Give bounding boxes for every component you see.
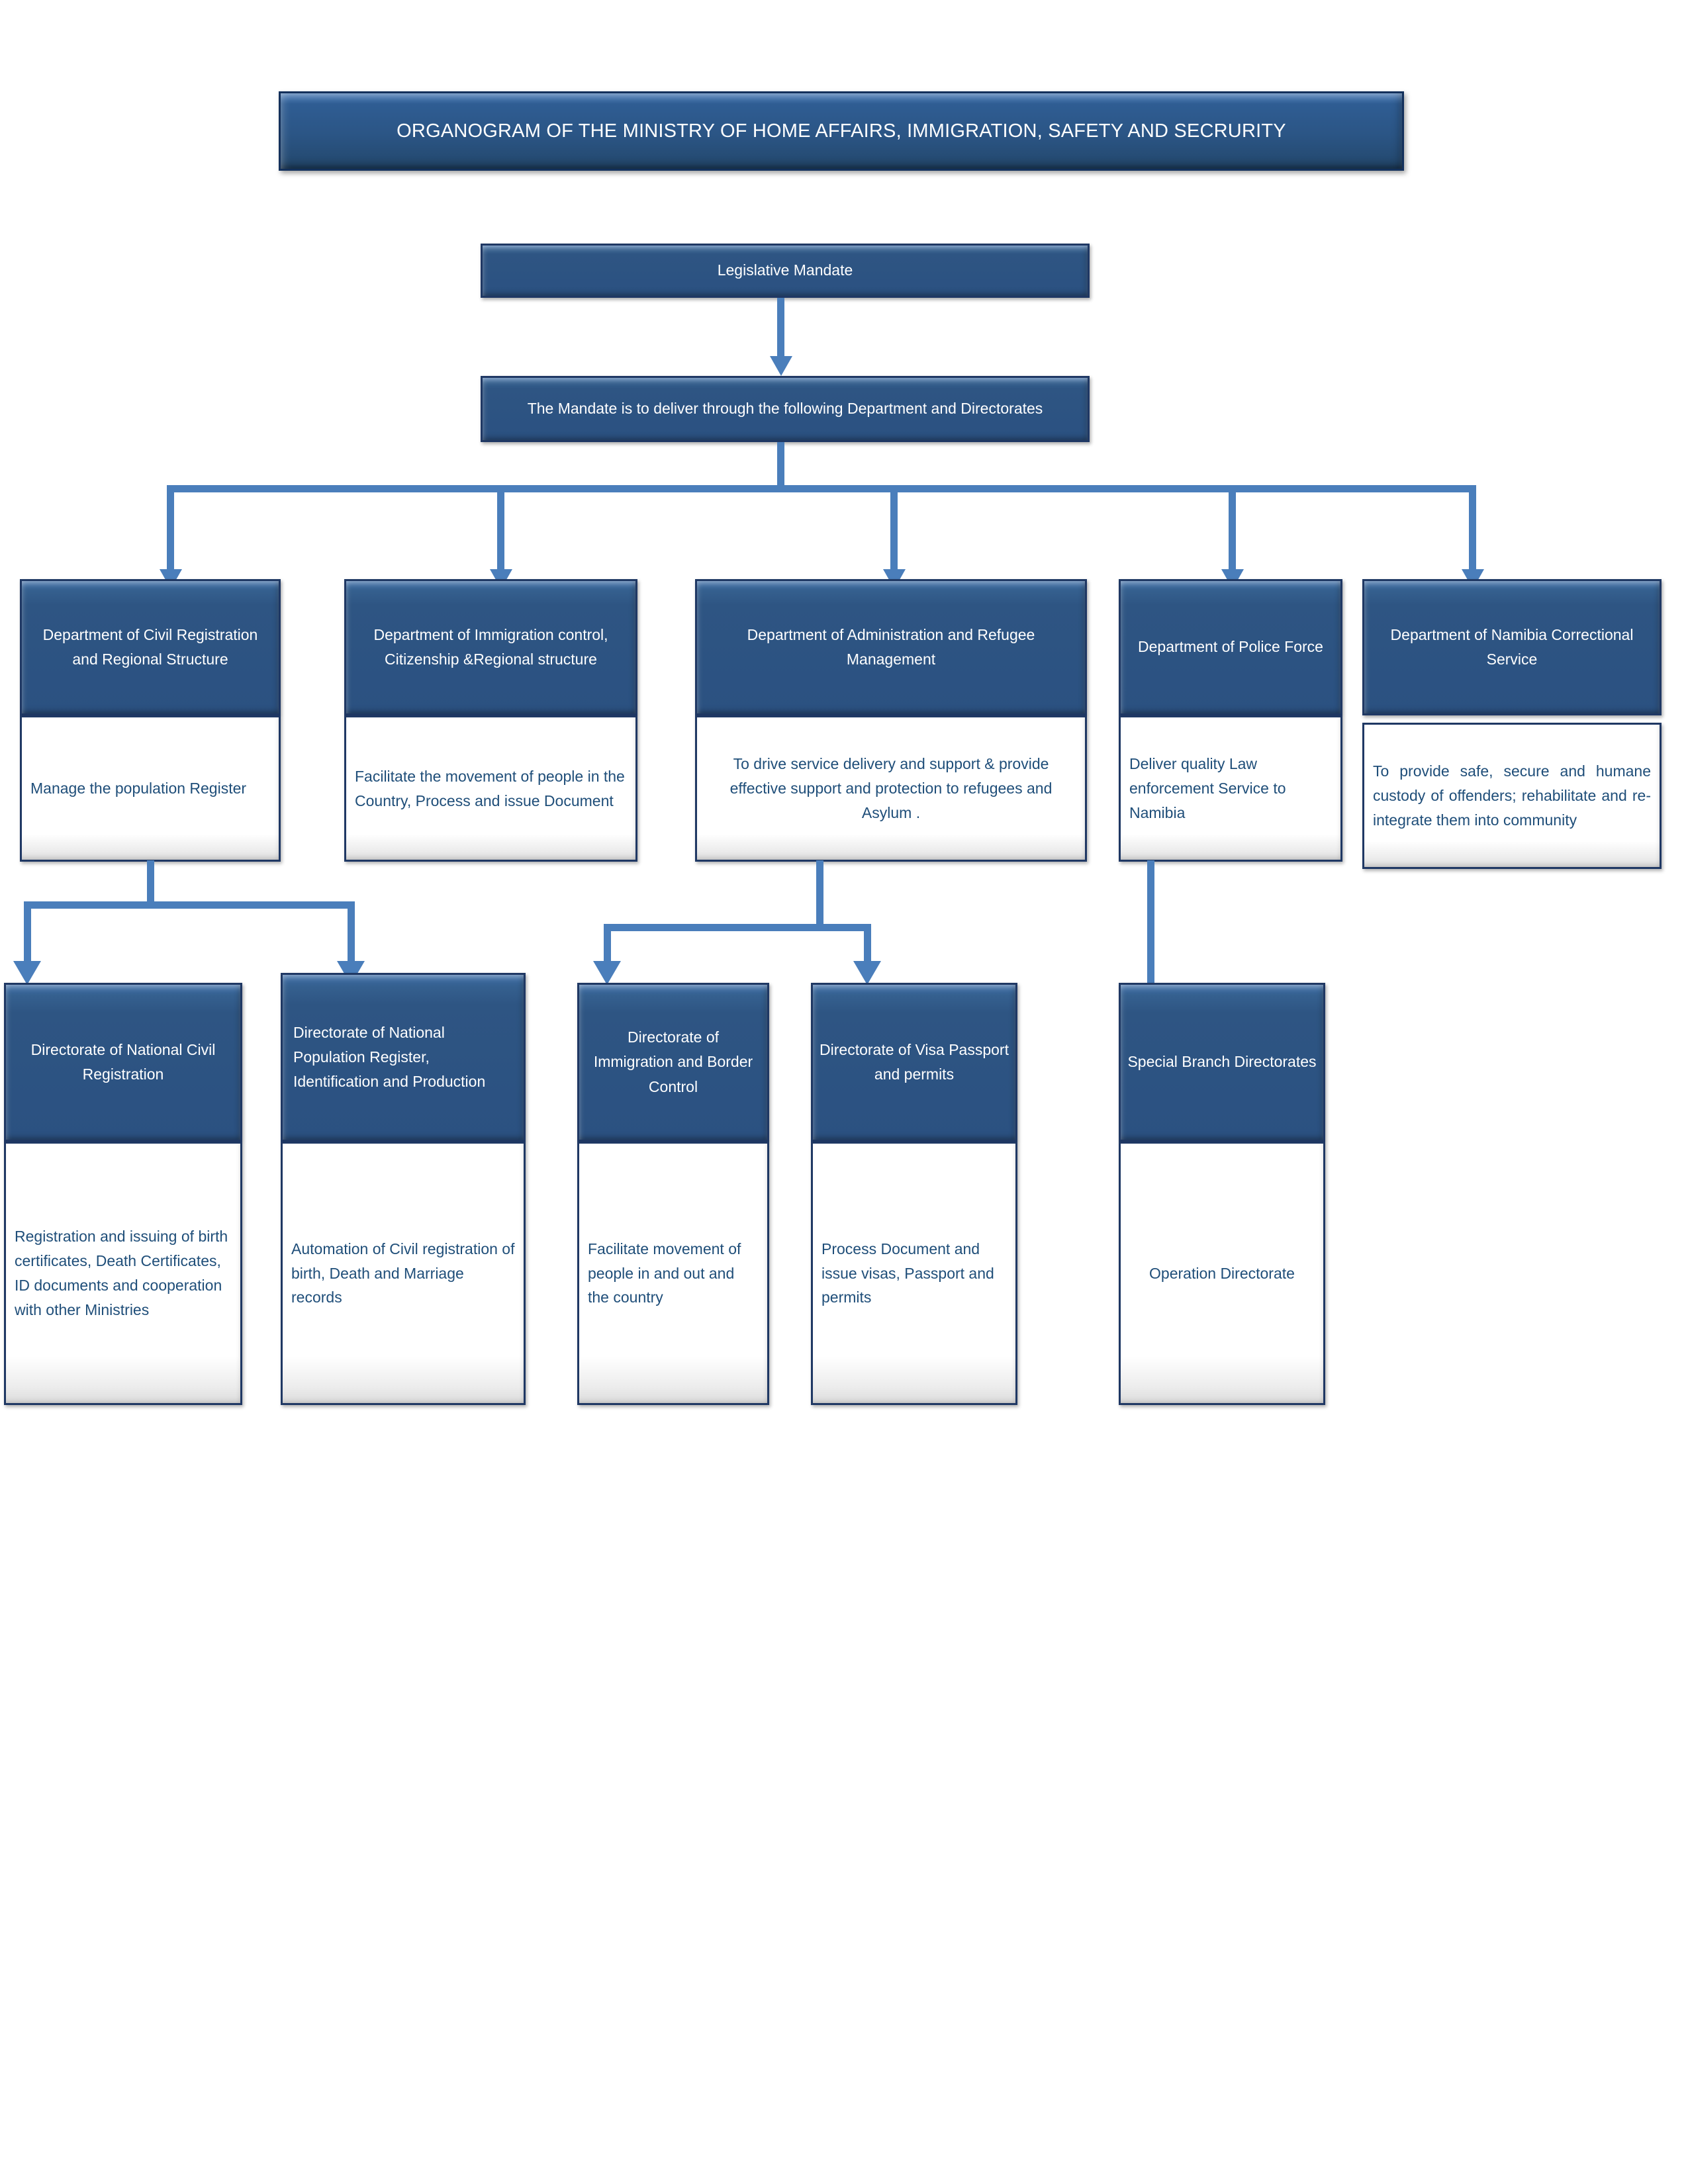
connector-drop-dept-4 bbox=[1229, 485, 1236, 575]
connector-drop-dir-4 bbox=[864, 924, 871, 968]
department-box-immigration-control: Department of Immigration control, Citiz… bbox=[344, 579, 637, 715]
department-box-correctional-service: Department of Namibia Correctional Servi… bbox=[1362, 579, 1662, 715]
department-title: Department of Immigration control, Citiz… bbox=[373, 625, 608, 668]
connector-drop-dept-3 bbox=[890, 485, 898, 575]
page-title: ORGANOGRAM OF THE MINISTRY OF HOME AFFAI… bbox=[279, 91, 1404, 171]
directorate-description-text: Registration and issuing of birth certif… bbox=[15, 1228, 228, 1318]
department-description-correctional-service: To provide safe, secure and humane custo… bbox=[1362, 723, 1662, 869]
directorate-box-special-branch: Special Branch Directorates bbox=[1119, 983, 1325, 1142]
directorate-title: Directorate of National Civil Registrati… bbox=[30, 1040, 216, 1083]
directorate-title: Special Branch Directorates bbox=[1127, 1053, 1317, 1071]
department-description-civil-registration: Manage the population Register bbox=[20, 715, 281, 862]
connector-drop-dir-3 bbox=[604, 924, 611, 968]
directorate-description-visa-passport-permits: Process Document and issue visas, Passpo… bbox=[811, 1142, 1017, 1405]
connector-drop-dir-2 bbox=[348, 901, 355, 968]
deliver-mandate-box: The Mandate is to deliver through the fo… bbox=[481, 376, 1090, 442]
department-description-text: To provide safe, secure and humane custo… bbox=[1373, 762, 1651, 829]
legislative-mandate-text: Legislative Mandate bbox=[717, 261, 853, 279]
directorate-description-national-civil-registration: Registration and issuing of birth certif… bbox=[4, 1142, 242, 1405]
directorate-box-national-civil-registration: Directorate of National Civil Registrati… bbox=[4, 983, 242, 1142]
directorate-box-visa-passport-permits: Directorate of Visa Passport and permits bbox=[811, 983, 1017, 1142]
arrow-dir-4 bbox=[853, 961, 881, 985]
directorate-box-national-population-register: Directorate of National Population Regis… bbox=[281, 973, 526, 1142]
department-description-police-force: Deliver quality Law enforcement Service … bbox=[1119, 715, 1342, 862]
department-box-civil-registration: Department of Civil Registration and Reg… bbox=[20, 579, 281, 715]
department-description-text: Deliver quality Law enforcement Service … bbox=[1129, 755, 1286, 821]
directorate-title: Directorate of National Population Regis… bbox=[293, 1023, 486, 1091]
directorate-title: Directorate of Immigration and Border Co… bbox=[593, 1028, 753, 1095]
department-title: Department of Civil Registration and Reg… bbox=[42, 625, 258, 668]
directorate-title: Directorate of Visa Passport and permits bbox=[820, 1040, 1009, 1083]
directorate-box-immigration-border-control: Directorate of Immigration and Border Co… bbox=[577, 983, 769, 1142]
connector-drop-dir-1 bbox=[24, 901, 31, 968]
arrow-dir-3 bbox=[593, 961, 621, 985]
directorate-description-text: Operation Directorate bbox=[1149, 1264, 1295, 1282]
directorate-description-special-branch: Operation Directorate bbox=[1119, 1142, 1325, 1405]
department-title: Department of Police Force bbox=[1138, 638, 1323, 656]
connector-drop-dept-1 bbox=[167, 485, 174, 575]
department-box-administration-refugee: Department of Administration and Refugee… bbox=[695, 579, 1087, 715]
arrow-dir-1 bbox=[13, 961, 41, 985]
connector-legislative-to-deliver bbox=[777, 298, 784, 359]
connector-drop-dept-5 bbox=[1469, 485, 1476, 575]
department-box-police-force: Department of Police Force bbox=[1119, 579, 1342, 715]
connector-civil-trunk bbox=[147, 860, 154, 907]
department-title: Department of Namibia Correctional Servi… bbox=[1390, 625, 1634, 668]
department-title: Department of Administration and Refugee… bbox=[747, 625, 1035, 668]
connector-police-to-special-branch bbox=[1147, 860, 1154, 988]
legislative-mandate-box: Legislative Mandate bbox=[481, 244, 1090, 298]
deliver-mandate-text: The Mandate is to deliver through the fo… bbox=[527, 400, 1043, 418]
department-description-administration-refugee: To drive service delivery and support & … bbox=[695, 715, 1087, 862]
directorate-description-national-population-register: Automation of Civil registration of birt… bbox=[281, 1142, 526, 1405]
connector-immigration-trunk bbox=[816, 860, 823, 929]
department-description-immigration-control: Facilitate the movement of people in the… bbox=[344, 715, 637, 862]
directorate-description-text: Facilitate movement of people in and out… bbox=[588, 1240, 741, 1306]
department-description-text: Facilitate the movement of people in the… bbox=[355, 767, 625, 809]
connector-deliver-trunk bbox=[777, 442, 784, 492]
page-title-text: ORGANOGRAM OF THE MINISTRY OF HOME AFFAI… bbox=[397, 120, 1286, 142]
arrow-legislative-to-deliver bbox=[770, 356, 792, 376]
connector-immigration-bus bbox=[604, 924, 871, 931]
directorate-description-immigration-border-control: Facilitate movement of people in and out… bbox=[577, 1142, 769, 1405]
department-description-text: To drive service delivery and support & … bbox=[729, 755, 1053, 821]
directorate-description-text: Process Document and issue visas, Passpo… bbox=[821, 1240, 994, 1306]
connector-department-bus bbox=[167, 485, 1476, 492]
connector-drop-dept-2 bbox=[497, 485, 504, 575]
connector-civil-bus bbox=[24, 901, 355, 909]
department-description-text: Manage the population Register bbox=[30, 780, 247, 797]
directorate-description-text: Automation of Civil registration of birt… bbox=[291, 1240, 515, 1306]
